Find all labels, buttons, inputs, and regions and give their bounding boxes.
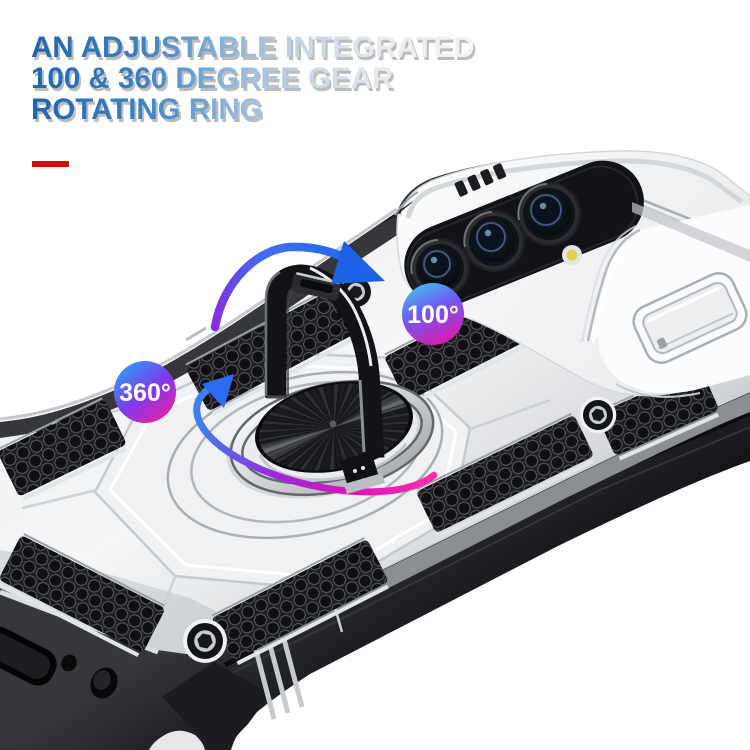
svg-text:100°: 100° [407, 301, 459, 329]
svg-text:360°: 360° [119, 379, 171, 407]
